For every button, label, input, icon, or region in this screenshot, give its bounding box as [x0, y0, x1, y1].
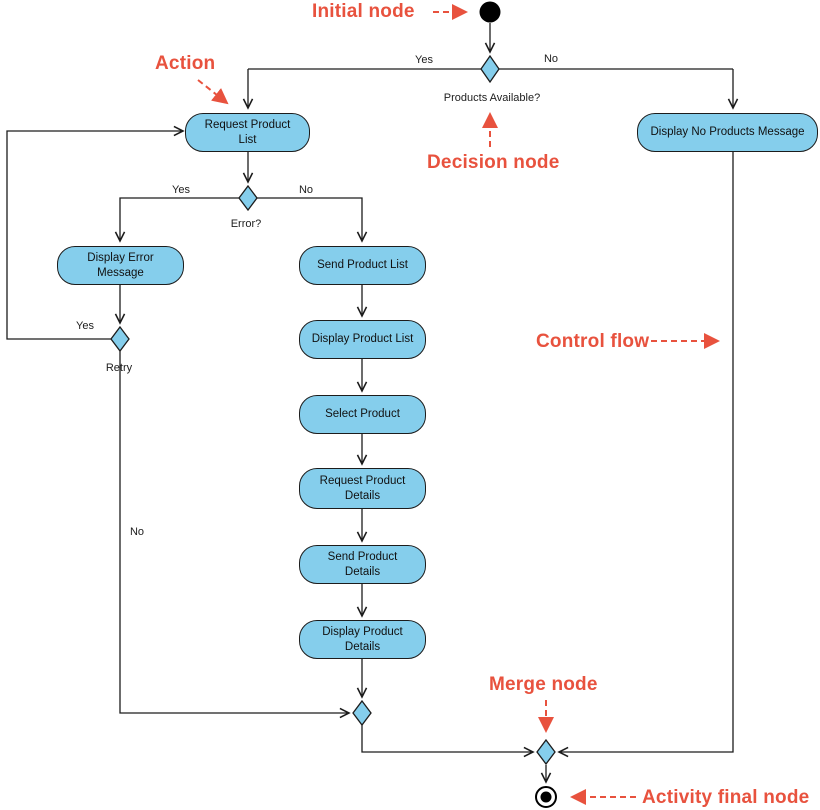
annotation-activity-final-node: Activity final node	[642, 787, 810, 808]
action-display-error-message[interactable]: Display Error Message	[57, 246, 184, 285]
guard-error: Error?	[230, 218, 262, 230]
guard-yes-error: Yes	[172, 184, 190, 196]
decision-node-retry[interactable]	[110, 325, 130, 353]
guard-no-error: No	[298, 184, 314, 196]
action-request-product-list[interactable]: Request Product List	[185, 113, 310, 152]
annotation-decision-node: Decision node	[427, 152, 560, 173]
action-display-no-products-message[interactable]: Display No Products Message	[637, 113, 818, 152]
action-send-product-details[interactable]: Send Product Details	[299, 545, 426, 584]
edge-retry-yes-loop	[6, 125, 185, 340]
annotation-control-flow: Control flow	[536, 331, 650, 352]
action-select-product[interactable]: Select Product	[299, 395, 426, 434]
edge-no-products-to-merge2	[557, 152, 734, 758]
guard-yes-retry: Yes	[76, 320, 94, 332]
merge-node-1[interactable]	[352, 699, 372, 727]
annotation-merge-node: Merge node	[489, 674, 598, 695]
guard-products-available: Products Available?	[443, 92, 541, 104]
merge-node-2[interactable]	[536, 738, 556, 766]
annotation-initial-node: Initial node	[312, 1, 415, 22]
decision-node-products-available[interactable]	[480, 54, 500, 84]
annotation-arrow-action	[197, 79, 229, 105]
action-request-product-details[interactable]: Request Product Details	[299, 468, 426, 509]
action-display-product-list[interactable]: Display Product List	[299, 320, 426, 359]
action-send-product-list[interactable]: Send Product List	[299, 246, 426, 285]
guard-no-retry: No	[129, 526, 145, 538]
decision-node-error[interactable]	[238, 184, 258, 212]
annotation-action: Action	[155, 53, 216, 74]
guard-yes-top: Yes	[415, 54, 433, 66]
edge-merge1-to-merge2	[361, 725, 535, 758]
guard-retry: Retry	[105, 362, 133, 374]
initial-node[interactable]	[479, 1, 501, 23]
action-display-product-details[interactable]: Display Product Details	[299, 620, 426, 659]
activity-final-node-dot	[540, 791, 552, 803]
edge-error-no	[257, 197, 368, 243]
edge-retry-no-to-merge1	[119, 351, 351, 719]
edge-error-yes	[114, 197, 239, 243]
guard-no-top: No	[543, 53, 559, 65]
